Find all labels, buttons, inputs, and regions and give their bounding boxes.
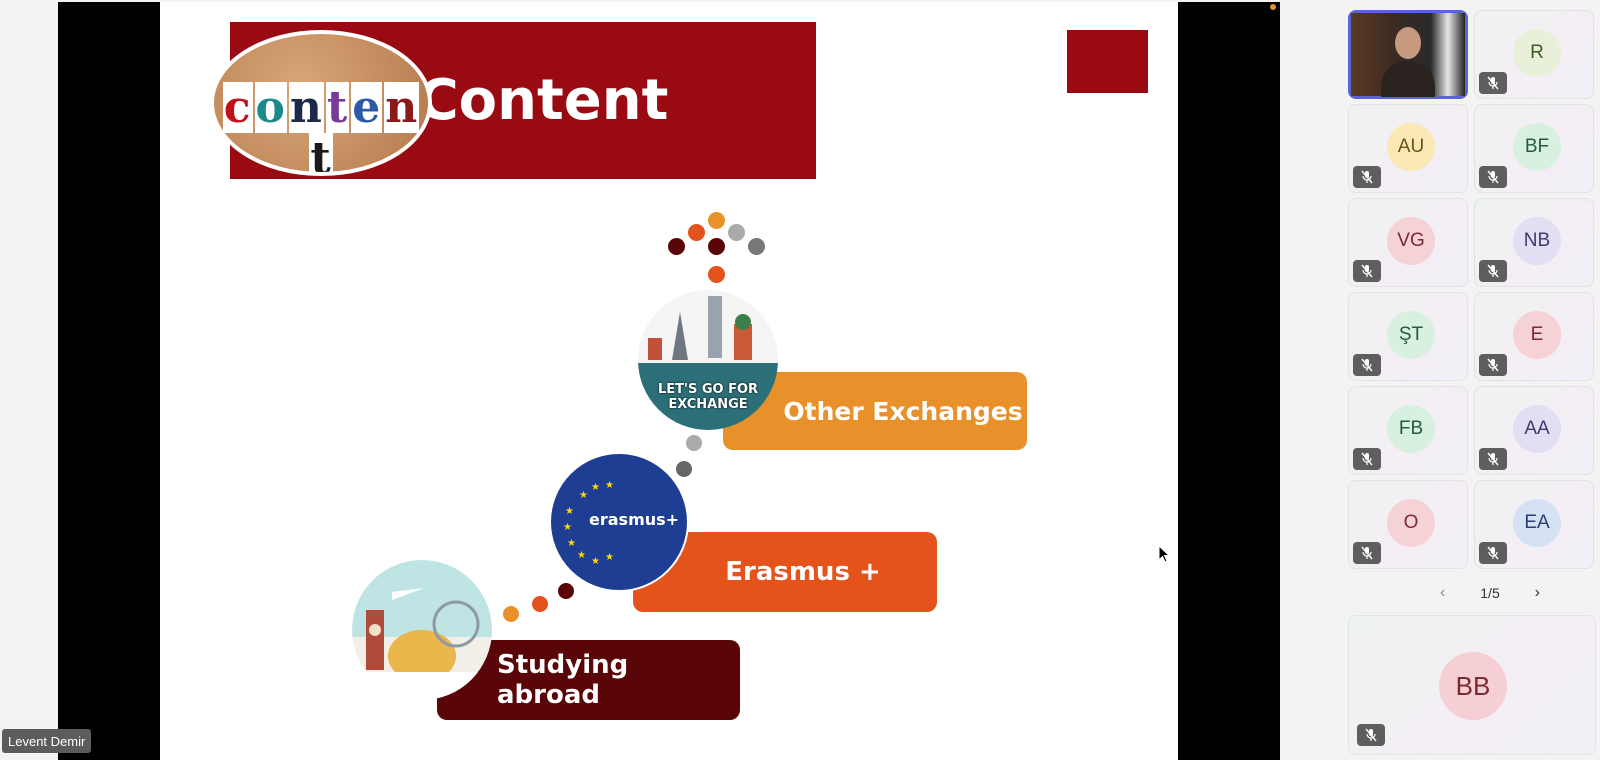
slide-item-other-exchanges: Other Exchanges	[723, 372, 1027, 450]
mic-off-icon	[1479, 448, 1507, 470]
decor-dot	[503, 606, 519, 622]
landmarks-icon	[648, 296, 752, 360]
slide-title: Content	[417, 68, 669, 133]
participant-tile[interactable]: EA	[1474, 480, 1594, 569]
presenter-name-tag: Levent Demir	[2, 729, 92, 753]
recording-indicator	[1270, 4, 1276, 10]
avatar: O	[1387, 499, 1435, 547]
person-silhouette-icon	[1395, 27, 1421, 59]
mic-off-icon	[1353, 166, 1381, 188]
participants-pager: ‹ 1/5 ›	[1440, 583, 1540, 603]
mic-off-icon	[1353, 354, 1381, 376]
mic-off-icon	[1479, 166, 1507, 188]
avatar: AA	[1513, 405, 1561, 453]
avatar: BF	[1513, 123, 1561, 171]
avatar: VG	[1387, 217, 1435, 265]
chevron-left-icon[interactable]: ‹	[1440, 584, 1446, 601]
cork-letter: e	[351, 82, 383, 133]
participant-tile[interactable]: VG	[1348, 198, 1468, 287]
content-cork-image: content	[210, 30, 432, 176]
person-body-icon	[1381, 61, 1435, 97]
cork-letter: o	[254, 82, 287, 133]
decor-dot	[708, 238, 725, 255]
decor-dot	[748, 238, 765, 255]
participant-tile[interactable]: FB	[1348, 386, 1468, 475]
avatar: AU	[1387, 123, 1435, 171]
participant-tile[interactable]: BF	[1474, 104, 1594, 193]
self-video-feed	[1351, 13, 1465, 97]
cork-letter: n	[384, 82, 420, 133]
decor-dot	[708, 266, 725, 283]
decor-dot	[686, 435, 702, 451]
participant-tile[interactable]: E	[1474, 292, 1594, 381]
decor-dot	[708, 212, 725, 229]
erasmus-logo: ★ ★ ★ ★ ★ ★ ★ ★ ★ erasmus+	[549, 452, 689, 592]
cork-letter: n	[288, 82, 324, 133]
participant-tile[interactable]: ŞT	[1348, 292, 1468, 381]
cork-letters: content	[214, 82, 428, 172]
participant-tile[interactable]: AA	[1474, 386, 1594, 475]
slide-accent-square	[1067, 30, 1148, 93]
participant-tile[interactable]: R	[1474, 10, 1594, 99]
decor-dot	[688, 224, 705, 241]
mic-off-icon	[1353, 260, 1381, 282]
decor-dot	[532, 596, 548, 612]
mic-off-icon	[1479, 260, 1507, 282]
decor-dot	[728, 224, 745, 241]
participants-grid: R AU BF VG NB ŞT E FB AA O EA	[1348, 10, 1596, 756]
decor-dot	[676, 461, 692, 477]
avatar: ŞT	[1387, 311, 1435, 359]
avatar: E	[1513, 311, 1561, 359]
avatar: EA	[1513, 499, 1561, 547]
cork-letter: t	[325, 82, 350, 133]
mic-off-icon	[1353, 542, 1381, 564]
mic-off-icon	[1357, 724, 1385, 746]
avatar: BB	[1439, 652, 1507, 720]
pager-label: 1/5	[1480, 585, 1500, 601]
decor-dot	[668, 238, 685, 255]
mic-off-icon	[1479, 72, 1507, 94]
decor-dot	[558, 583, 574, 599]
mic-off-icon	[1479, 542, 1507, 564]
participant-tile[interactable]: NB	[1474, 198, 1594, 287]
cork-letter: c	[222, 82, 253, 133]
participant-tile[interactable]: AU	[1348, 104, 1468, 193]
self-video-tile[interactable]	[1348, 10, 1468, 99]
erasmus-logo-text: erasmus+	[589, 510, 680, 529]
cork-letter: t	[309, 133, 333, 172]
mouse-cursor-icon	[1158, 545, 1170, 563]
travel-landmarks-icon	[352, 588, 492, 700]
avatar: FB	[1387, 405, 1435, 453]
study-abroad-image	[352, 560, 492, 700]
mic-off-icon	[1353, 448, 1381, 470]
exchange-globe-image: LET'S GO FOR EXCHANGE	[638, 290, 778, 430]
spotlight-participant-tile[interactable]: BB	[1348, 615, 1596, 755]
chevron-right-icon[interactable]: ›	[1534, 584, 1540, 601]
avatar: NB	[1513, 217, 1561, 265]
exchange-circle-text: LET'S GO FOR EXCHANGE	[657, 382, 759, 412]
participant-tile[interactable]: O	[1348, 480, 1468, 569]
avatar: R	[1513, 29, 1561, 77]
mic-off-icon	[1479, 354, 1507, 376]
